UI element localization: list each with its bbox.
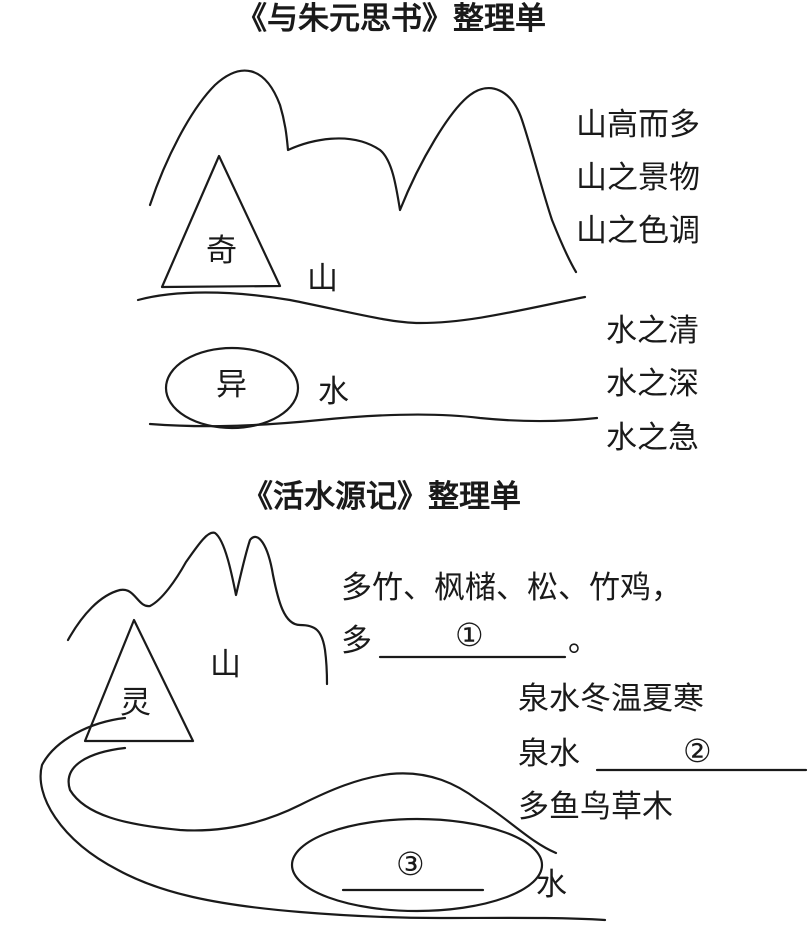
blank-marker-1: ① bbox=[455, 616, 484, 654]
river-line-1 bbox=[148, 413, 599, 428]
mountain-note-2: 山之景物 bbox=[576, 160, 700, 196]
water2-label: 水 bbox=[536, 867, 567, 903]
section2-title: 《活水源记》整理单 bbox=[242, 479, 521, 515]
ellipse-pond-2 bbox=[290, 817, 544, 913]
mountain-outline-1 bbox=[148, 69, 578, 274]
stream-outline-outer bbox=[39, 716, 607, 922]
mountain2-note-line2-prefix: 多 bbox=[341, 623, 372, 659]
spring-note-3: 多鱼鸟草木 bbox=[518, 789, 673, 825]
mountain-note-1: 山高而多 bbox=[576, 107, 700, 143]
mountain2-char: 灵 bbox=[120, 685, 151, 721]
section1-title: 《与朱元思书》整理单 bbox=[236, 1, 546, 37]
water-note-2: 水之深 bbox=[606, 366, 699, 402]
water-note-3: 水之急 bbox=[606, 420, 699, 456]
mountain2-label: 山 bbox=[210, 647, 241, 683]
spring-note-1: 泉水冬温夏寒 bbox=[518, 681, 704, 717]
water1-label: 水 bbox=[318, 374, 349, 410]
spring-note-2-prefix: 泉水 bbox=[518, 736, 580, 772]
stream-outline-inner bbox=[67, 746, 558, 855]
blank-marker-2: ② bbox=[683, 732, 712, 770]
mountain-note-3: 山之色调 bbox=[576, 213, 700, 249]
mountain1-label: 山 bbox=[307, 261, 338, 297]
triangle-mountain-2 bbox=[83, 618, 195, 743]
water1-char: 异 bbox=[216, 367, 247, 403]
water-note-1: 水之清 bbox=[606, 313, 699, 349]
triangle-mountain-1 bbox=[160, 154, 282, 289]
mountain2-note-line2-suffix: 。 bbox=[568, 623, 599, 659]
mountain2-note-line1: 多竹、枫槠、松、竹鸡， bbox=[341, 570, 682, 606]
mountain-outline-2 bbox=[66, 531, 329, 686]
mountain1-char: 奇 bbox=[206, 233, 237, 269]
ground-line-1 bbox=[136, 291, 587, 325]
ellipse-water-1 bbox=[164, 346, 300, 430]
blank-marker-3: ③ bbox=[396, 845, 425, 883]
